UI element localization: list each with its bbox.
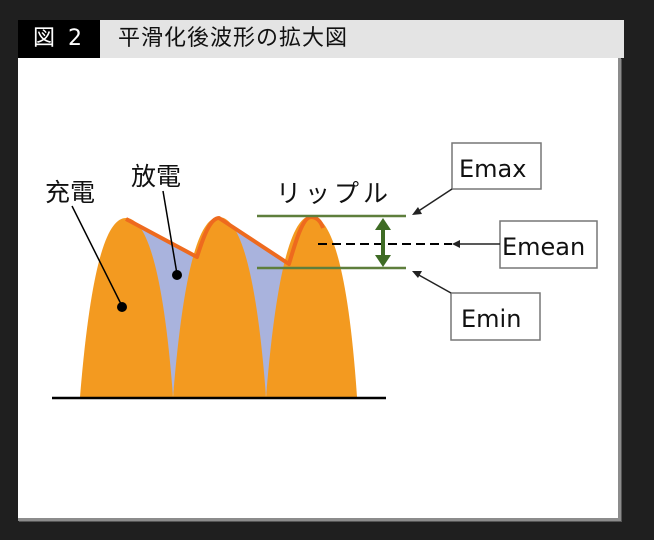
figure-number: 図 2 bbox=[18, 20, 100, 58]
emax-pointer bbox=[416, 188, 453, 213]
emean-box bbox=[499, 220, 598, 269]
emean-arrowhead-icon bbox=[452, 240, 460, 248]
figure-title: 平滑化後波形の拡大図 bbox=[118, 26, 349, 51]
emax-label: Emax bbox=[459, 155, 526, 183]
ripple-arrow-icon bbox=[375, 218, 391, 267]
discharge-leader-line bbox=[162, 190, 178, 275]
figure-header: 図 2 平滑化後波形の拡大図 bbox=[18, 20, 624, 58]
emax-box bbox=[451, 142, 542, 190]
discharge-label: 放電 bbox=[131, 162, 181, 191]
emin-pointer bbox=[416, 273, 452, 294]
emax-arrowhead-icon bbox=[412, 207, 422, 215]
emin-box bbox=[450, 292, 541, 341]
charge-hump-2 bbox=[173, 217, 266, 397]
charge-hump-3 bbox=[266, 216, 357, 397]
ripple-label: リップル bbox=[276, 179, 392, 208]
charge-dot bbox=[117, 302, 127, 312]
emean-label: Emean bbox=[502, 233, 585, 261]
discharge-dot bbox=[172, 270, 182, 280]
charge-label: 充電 bbox=[45, 178, 95, 207]
emin-label: Emin bbox=[461, 305, 521, 333]
charge-leader-line bbox=[71, 205, 123, 307]
emin-arrowhead-icon bbox=[412, 271, 422, 278]
envelope-line bbox=[125, 215, 325, 266]
